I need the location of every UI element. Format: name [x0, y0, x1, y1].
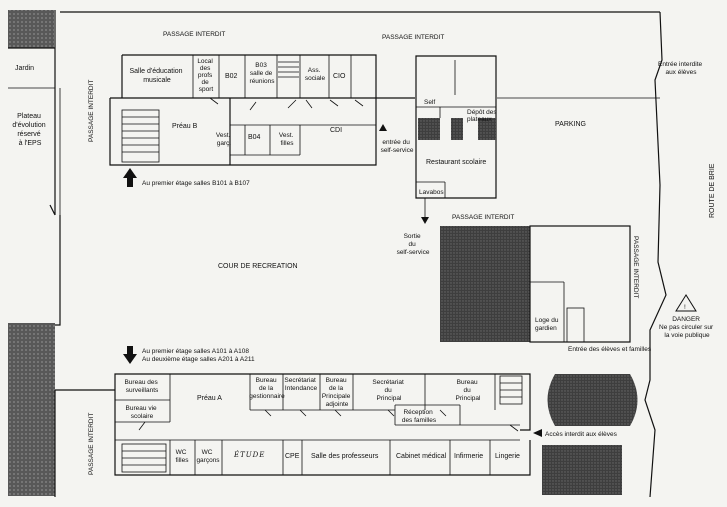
ass-sociale: Ass. sociale: [305, 67, 326, 82]
jardin-label: Jardin: [15, 65, 34, 72]
bureau-vie-scolaire: Bureau vie scolaire: [126, 405, 159, 420]
restaurant-building: [415, 55, 497, 199]
scan-texture-top-left: [8, 10, 54, 48]
wc-filles: WC filles: [175, 449, 189, 464]
wc-garcons: WC garçons: [196, 449, 220, 464]
passage-right: PASSAGE INTERDIT: [632, 236, 639, 298]
dark-square-building: [542, 445, 622, 495]
route-label: ROUTE DE BRIE: [709, 163, 716, 218]
loge-gardien: Loge du gardien: [535, 317, 560, 332]
depot-plateaux: Dépôt des plateaux: [467, 109, 498, 123]
room-b04: B04: [248, 134, 261, 141]
infirmerie: Infirmerie: [454, 453, 483, 460]
acces-interdit-eleves: Accès interdit aux élèves: [545, 431, 618, 438]
building-a: [55, 373, 531, 476]
arrow-up-icon: [123, 168, 137, 187]
room-b03: B03 salle de réunions: [250, 62, 276, 85]
room-cdi: CDI: [330, 127, 342, 134]
bureau-gestionnaire: Bureau de la gestionnaire: [249, 377, 285, 400]
lingerie: Lingerie: [495, 453, 520, 460]
room-cio: CIO: [333, 73, 346, 80]
passage-top-left: PASSAGE INTERDIT: [163, 31, 225, 38]
sortie-self-arrow-icon: [421, 217, 429, 224]
sortie-self: Sortie du self-service: [397, 233, 430, 256]
entree-self: entrée du self-service: [381, 139, 414, 154]
reception-familles: Réception des familles: [402, 409, 437, 424]
passage-left-lower: PASSAGE INTERDIT: [88, 413, 95, 475]
lavabos-label: Lavabos: [419, 189, 444, 196]
bureau-principal: Bureau du Principal: [456, 379, 481, 402]
note-a-floors: Au premier étage salles A101 à A108 Au d…: [142, 348, 255, 363]
vest-garcons: Vest. garç.: [216, 132, 232, 147]
entree-eleves-familles: Entrée des élèves et familles: [568, 346, 652, 353]
danger-notice: DANGER Ne pas circuler sur la voie publi…: [659, 316, 715, 339]
secretariat-principal: Secrétariat du Principal: [372, 379, 405, 402]
cour-label: COUR DE RECREATION: [218, 263, 298, 270]
entree-self-arrow-icon: [379, 124, 387, 131]
parking-label: PARKING: [555, 121, 586, 128]
building-b: [109, 54, 415, 166]
dark-building-block: [440, 226, 530, 342]
preau-a: Préau A: [197, 395, 222, 402]
cabinet-medical: Cabinet médical: [396, 453, 447, 460]
cpe: CPE: [285, 453, 300, 460]
preau-b: Préau B: [172, 123, 198, 130]
dark-oval-building: [547, 374, 638, 426]
plateau-label: Plateau d'évolution réservé à l'EPS: [12, 113, 47, 147]
warning-triangle-icon: !: [675, 294, 697, 312]
entree-interdite-eleves: Entrée interdite aux élèves: [658, 61, 704, 76]
self-label: Self: [424, 99, 435, 106]
scan-texture-bottom-left: [8, 323, 55, 496]
bureau-surveillants: Bureau des surveillants: [124, 379, 159, 394]
site-boundary: [8, 10, 667, 497]
bureau-principale-adjointe: Bureau de la Principale adjointe: [322, 377, 352, 408]
vest-filles: Vest. filles: [279, 132, 295, 147]
passage-top-right: PASSAGE INTERDIT: [382, 34, 444, 41]
passage-left-upper: PASSAGE INTERDIT: [88, 80, 95, 142]
acces-interdit-arrow-icon: [533, 429, 542, 437]
restaurant-scolaire: Restaurant scolaire: [426, 159, 486, 166]
svg-text:!: !: [684, 304, 686, 311]
salle-professeurs: Salle des professeurs: [311, 453, 379, 460]
salle-musique: Salle d'éducation musicale: [129, 68, 184, 84]
arrow-down-icon: [123, 346, 137, 364]
local-profs-sport: Local des profs de sport: [197, 58, 214, 93]
note-b-first-floor: Au premier étage salles B101 à B107: [142, 180, 250, 187]
room-b02: B02: [225, 73, 238, 80]
etude: ÉTUDE: [233, 450, 265, 459]
passage-middle: PASSAGE INTERDIT: [452, 214, 514, 221]
secretariat-intendance: Secrétariat Intendance: [284, 377, 317, 392]
